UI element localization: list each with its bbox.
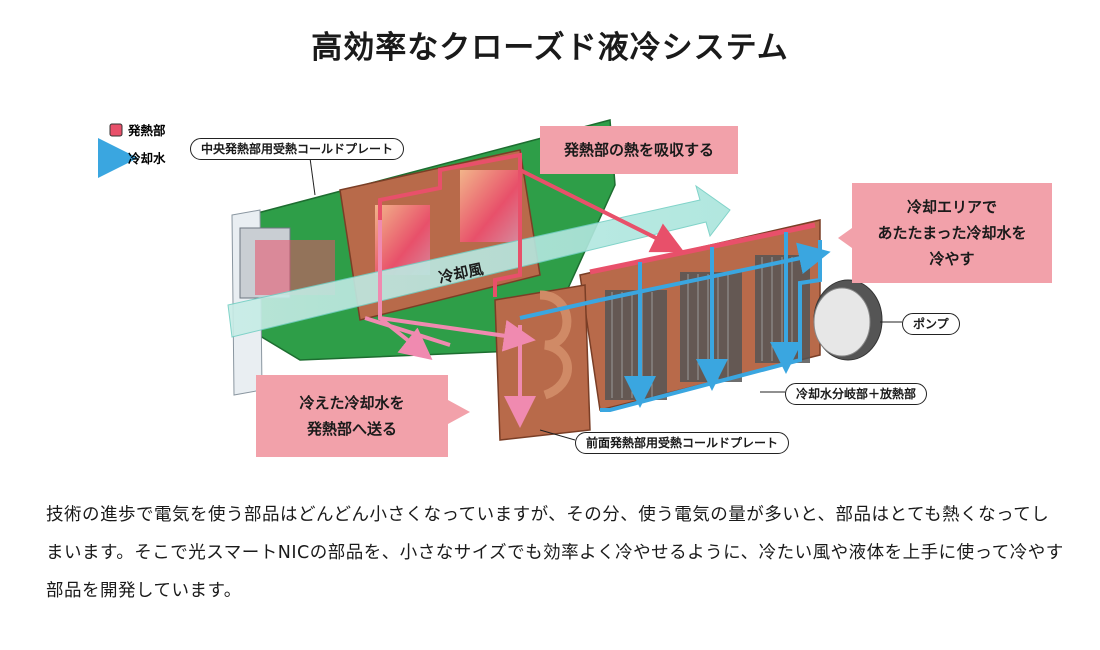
legend-coolant-label: 冷却水: [128, 151, 166, 166]
callout-cool-line-1: 冷却エリアで: [906, 198, 997, 216]
callout-absorb: 発熱部の熱を吸収する: [540, 126, 738, 174]
callout-send-line-1: 冷えた冷却水を: [299, 394, 405, 412]
callout-cool-line-3: 冷やす: [929, 250, 975, 268]
cooling-air-arrow: [227, 184, 731, 338]
coolant-return: [519, 298, 601, 320]
coolant-top: [599, 242, 831, 302]
body-paragraph: 技術の進歩で電気を使う部品はどんどん小さくなっていますが、その分、使う電気の量が…: [46, 505, 1064, 601]
legend-heat-label: 発熱部: [127, 123, 166, 138]
callout-send-line-2: 発熱部へ送る: [306, 420, 397, 438]
callout-cool-area: 冷却エリアで あたたまった冷却水を 冷やす: [852, 183, 1052, 283]
leader-front: [539, 429, 576, 441]
callout-cool-tail: [838, 228, 852, 248]
callout-send: 冷えた冷却水を 発熱部へ送る: [256, 375, 448, 457]
callout-send-tail: [448, 400, 470, 424]
pump-cap: [813, 287, 871, 357]
callout-cool-line-2: あたたまった冷却水を: [877, 224, 1027, 242]
liquid-cooling-diagram: 冷却風 発熱部 冷却水: [98, 119, 902, 441]
heat-transfer-arrow: [519, 168, 685, 253]
copper-pipes: [539, 290, 572, 400]
legend-heat-swatch: [109, 123, 123, 137]
heat-chip-2: [460, 170, 518, 242]
leader-central: [309, 157, 316, 196]
fin-block-1: [605, 290, 667, 400]
label-central-plate: 中央発熱部用受熱コールドプレート: [190, 138, 405, 160]
label-distributor: 冷却水分岐部＋放熱部: [785, 383, 928, 405]
page-title: 高効率なクローズド液冷システム: [311, 30, 789, 66]
label-pump: ポンプ: [902, 313, 960, 335]
front-cold-plate: [494, 284, 591, 441]
callout-absorb-text: 発熱部の熱を吸収する: [563, 141, 714, 159]
label-front-plate: 前面発熱部用受熱コールドプレート: [575, 432, 790, 454]
